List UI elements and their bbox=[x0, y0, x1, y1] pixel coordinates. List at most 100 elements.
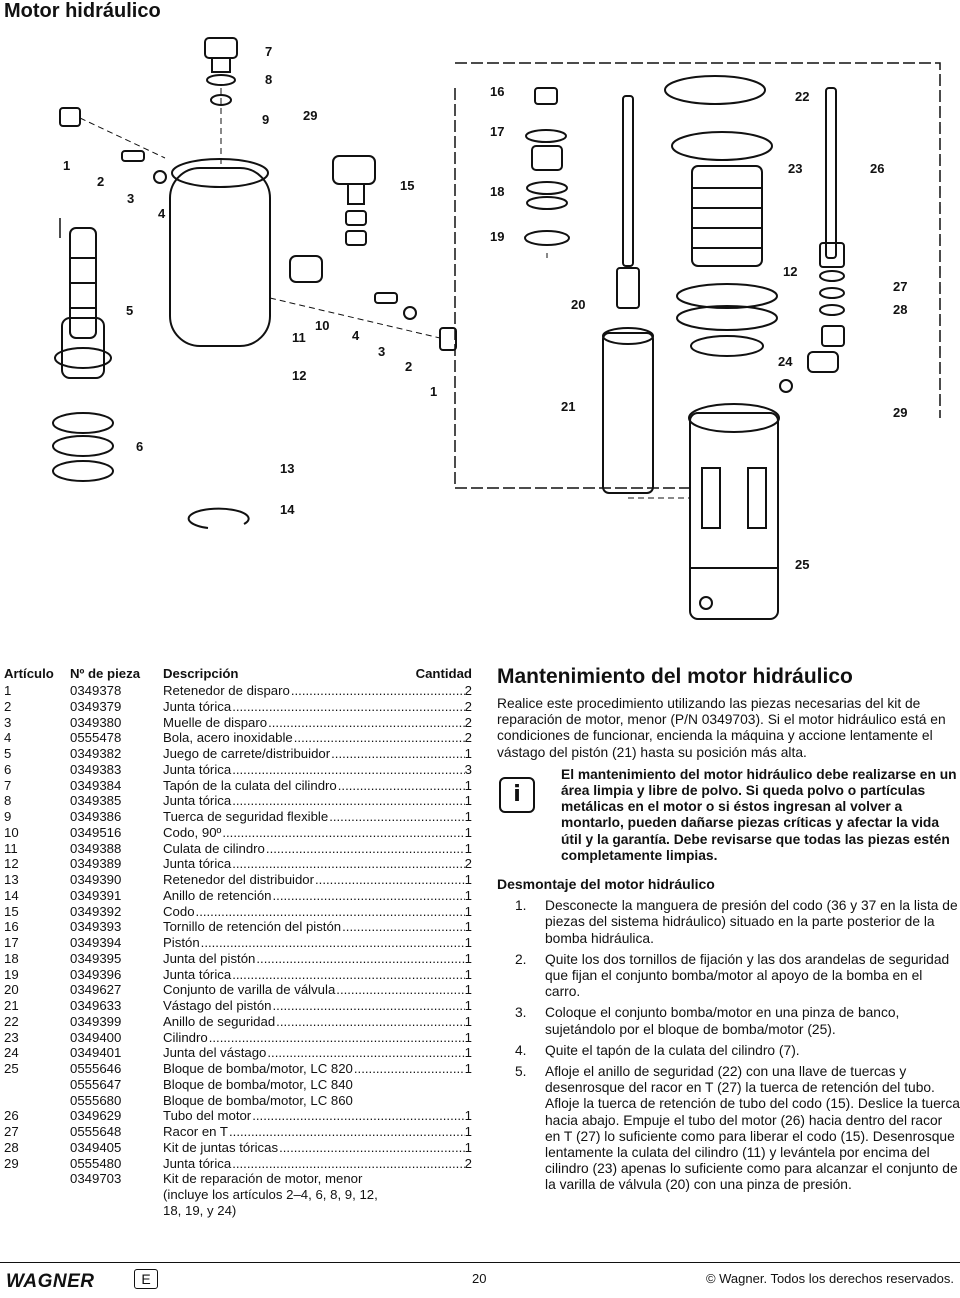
cell-part-number bbox=[70, 1187, 163, 1203]
callout: 25 bbox=[795, 557, 809, 572]
cell-part-number: 0555648 bbox=[70, 1124, 122, 1139]
cell-item bbox=[4, 1077, 70, 1093]
cell-description: Junta del pistón bbox=[163, 950, 257, 967]
callout: 11 bbox=[292, 330, 306, 345]
cell-description: Pistón bbox=[163, 935, 201, 951]
cell-item bbox=[4, 1203, 70, 1219]
callout: 29 bbox=[303, 108, 317, 123]
cell-description: Bola, acero inoxidable bbox=[163, 730, 294, 746]
cell-description: Junta tórica bbox=[163, 761, 233, 778]
callout: 2 bbox=[405, 359, 412, 374]
header-item: Artículo bbox=[4, 666, 54, 681]
cell-item: 6 bbox=[4, 761, 12, 777]
section-title: Mantenimiento del motor hidráulico bbox=[497, 665, 853, 688]
callout: 19 bbox=[490, 229, 504, 244]
callout: 10 bbox=[315, 318, 329, 333]
cell-item: 17 bbox=[4, 935, 19, 950]
cell-part-number: 0349393 bbox=[70, 919, 122, 935]
callout: 8 bbox=[265, 72, 272, 87]
cell-quantity: 1 bbox=[464, 872, 472, 887]
header-description: Descripción bbox=[163, 666, 239, 681]
cell-description: Junta tórica bbox=[163, 966, 233, 983]
cell-description: Bloque de bomba/motor, LC 860 bbox=[163, 1092, 354, 1108]
cell-part-number: 0349627 bbox=[70, 982, 122, 998]
parts-list-header: Artículo Nº de pieza Descripción Cantida… bbox=[4, 666, 472, 683]
cell-part-number: 0349401 bbox=[70, 1045, 122, 1061]
copyright: © Wagner. Todos los derechos reservados. bbox=[705, 1271, 954, 1286]
cell-description: Tuerca de seguridad flexible bbox=[163, 809, 330, 825]
cell-quantity: 1 bbox=[464, 1045, 472, 1061]
list-item: 3.Coloque el conjunto bomba/motor en una… bbox=[515, 1005, 900, 1037]
cell-description: Bloque de bomba/motor, LC 820 bbox=[163, 1061, 354, 1077]
cell-description: Anillo de retención bbox=[163, 887, 273, 904]
callout: 4 bbox=[352, 328, 360, 343]
cell-item: 4 bbox=[4, 730, 12, 746]
cell-quantity: 1 bbox=[464, 1061, 472, 1076]
cylinder-head-shape bbox=[169, 167, 271, 347]
callout: 15 bbox=[400, 178, 414, 193]
callout: 7 bbox=[265, 44, 272, 59]
callout: 9 bbox=[262, 112, 269, 127]
cell-part-number: 0349385 bbox=[70, 793, 122, 809]
cell-part-number: 0349399 bbox=[70, 1013, 122, 1029]
header-quantity: Cantidad bbox=[415, 666, 472, 681]
header-part-number: Nº de pieza bbox=[70, 666, 141, 681]
cell-description: Juego de carrete/distribuidor bbox=[163, 746, 332, 762]
cell-item bbox=[4, 1093, 70, 1109]
info-note: i El mantenimiento del motor hidráulico … bbox=[497, 767, 960, 864]
table-row: 0555680 Bloque de bomba/motor, LC 860 bbox=[4, 1092, 472, 1109]
cell-quantity: 2 bbox=[464, 714, 472, 730]
cell-quantity: 1 bbox=[464, 919, 472, 935]
leader-dots: ........................................… bbox=[315, 872, 465, 887]
cell-part-number: 0349380 bbox=[70, 714, 122, 730]
cell-quantity: 2 bbox=[464, 730, 472, 746]
cell-part-number: 0555478 bbox=[70, 730, 122, 746]
cell-part-number: 0555646 bbox=[70, 1061, 122, 1076]
cell-description: Tapón de la culata del cilindro bbox=[163, 777, 338, 794]
cell-description: Kit de juntas tóricas bbox=[163, 1139, 280, 1156]
cell-description: Racor en T bbox=[163, 1124, 229, 1140]
parts-list-table: Artículo Nº de pieza Descripción Cantida… bbox=[4, 666, 472, 1219]
list-item: 1.Desconecte la manguera de presión del … bbox=[515, 898, 958, 946]
cell-quantity: 1 bbox=[464, 1124, 472, 1139]
cell-description: Retenedor del distribuidor bbox=[163, 872, 316, 888]
cell-quantity: 1 bbox=[464, 903, 472, 919]
cell-part-number: 0349516 bbox=[70, 824, 122, 840]
cell-part-number: 0349392 bbox=[70, 903, 122, 919]
leader-dots: ........................................… bbox=[353, 1061, 465, 1076]
callout: 23 bbox=[788, 161, 802, 176]
leader-dots: ........................................… bbox=[272, 887, 465, 903]
cell-part-number: 0555680 bbox=[70, 1092, 122, 1108]
cell-part-number: 0349629 bbox=[70, 1108, 122, 1124]
cell-description: Junta tórica bbox=[163, 1155, 233, 1172]
page-footer: WAGNER E 20 © Wagner. Todos los derechos… bbox=[0, 1262, 960, 1298]
cell-part-number: 0349384 bbox=[70, 777, 122, 793]
cell-quantity: 3 bbox=[464, 761, 472, 777]
wagner-logo: WAGNER bbox=[6, 1271, 95, 1292]
leader-dots: ........................................… bbox=[268, 714, 465, 730]
cell-part-number: 0349383 bbox=[70, 761, 122, 777]
disassembly-steps: 1.Desconecte la manguera de presión del … bbox=[497, 898, 960, 1193]
cell-part-number: 0349378 bbox=[70, 683, 122, 698]
table-row: 18, 19, y 24) bbox=[4, 1202, 472, 1219]
cell-part-number: 0349391 bbox=[70, 887, 122, 903]
callout: 12 bbox=[783, 264, 797, 279]
cell-part-number bbox=[70, 1203, 163, 1219]
cell-description: Vástago del pistón bbox=[163, 998, 273, 1014]
list-item: 2.Quite los dos tornillos de fijación y … bbox=[515, 951, 950, 1000]
